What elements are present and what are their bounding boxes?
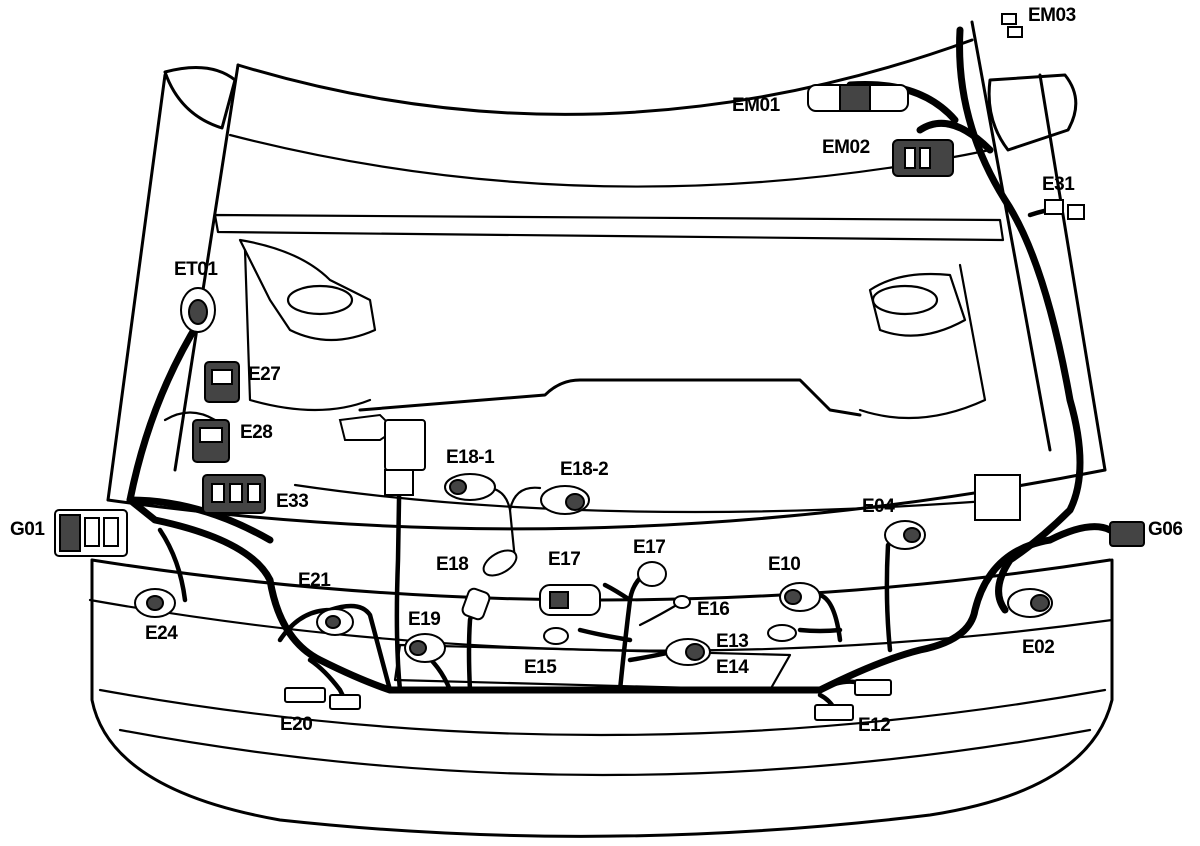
label-e14: E14 bbox=[716, 657, 749, 678]
label-em03: EM03 bbox=[1028, 5, 1076, 26]
connector-e18-1 bbox=[444, 473, 496, 501]
label-e10: E10 bbox=[768, 554, 801, 575]
label-em02: EM02 bbox=[822, 137, 870, 158]
connector-e10 bbox=[779, 582, 821, 612]
connector-g06 bbox=[1109, 521, 1145, 547]
connector-e02 bbox=[1007, 588, 1053, 618]
connector-em01 bbox=[807, 84, 909, 112]
label-e28: E28 bbox=[240, 422, 273, 443]
label-g01: G01 bbox=[10, 519, 45, 540]
connector-e17-right bbox=[637, 561, 667, 587]
connector-e20 bbox=[284, 687, 361, 710]
label-e27: E27 bbox=[248, 364, 281, 385]
connector-e18-2 bbox=[540, 485, 590, 515]
connector-e18 bbox=[482, 549, 518, 577]
label-e02: E02 bbox=[1022, 637, 1055, 658]
connector-e28 bbox=[192, 419, 230, 463]
connector-e33 bbox=[202, 474, 266, 514]
relay-block bbox=[338, 413, 426, 496]
label-e21: E21 bbox=[298, 570, 331, 591]
label-e15: E15 bbox=[524, 657, 557, 678]
connector-e16 bbox=[543, 595, 691, 645]
connector-em03 bbox=[1001, 13, 1023, 38]
connector-e19 bbox=[404, 587, 491, 663]
connector-e12 bbox=[814, 679, 892, 721]
label-e16: E16 bbox=[697, 599, 730, 620]
connector-em02 bbox=[892, 139, 954, 177]
connector-e21 bbox=[316, 608, 354, 636]
label-em01: EM01 bbox=[732, 95, 780, 116]
label-e13: E13 bbox=[716, 631, 749, 652]
label-et01: ET01 bbox=[174, 259, 218, 280]
label-e18-2: E18-2 bbox=[560, 459, 609, 480]
connector-e13 bbox=[767, 624, 797, 642]
connector-e14 bbox=[665, 638, 711, 666]
fuse-box bbox=[974, 474, 1021, 521]
label-e24: E24 bbox=[145, 623, 178, 644]
label-e04: E04 bbox=[862, 496, 895, 517]
connector-e31 bbox=[1044, 199, 1085, 220]
connector-e04 bbox=[884, 520, 926, 550]
connector-g01 bbox=[54, 509, 128, 557]
label-e17-left: E17 bbox=[548, 549, 581, 570]
label-e20: E20 bbox=[280, 714, 313, 735]
label-e31: E31 bbox=[1042, 174, 1075, 195]
connector-e24 bbox=[134, 588, 176, 618]
label-e12: E12 bbox=[858, 715, 891, 736]
connectors bbox=[54, 13, 1145, 721]
connector-e17-left bbox=[539, 584, 601, 616]
label-e17-right: E17 bbox=[633, 537, 666, 558]
label-e33: E33 bbox=[276, 491, 309, 512]
label-e18-1: E18-1 bbox=[446, 447, 495, 468]
label-e19: E19 bbox=[408, 609, 441, 630]
connector-e27 bbox=[204, 361, 240, 403]
label-e18: E18 bbox=[436, 554, 469, 575]
label-g06: G06 bbox=[1148, 519, 1183, 540]
connector-et01 bbox=[180, 287, 216, 333]
